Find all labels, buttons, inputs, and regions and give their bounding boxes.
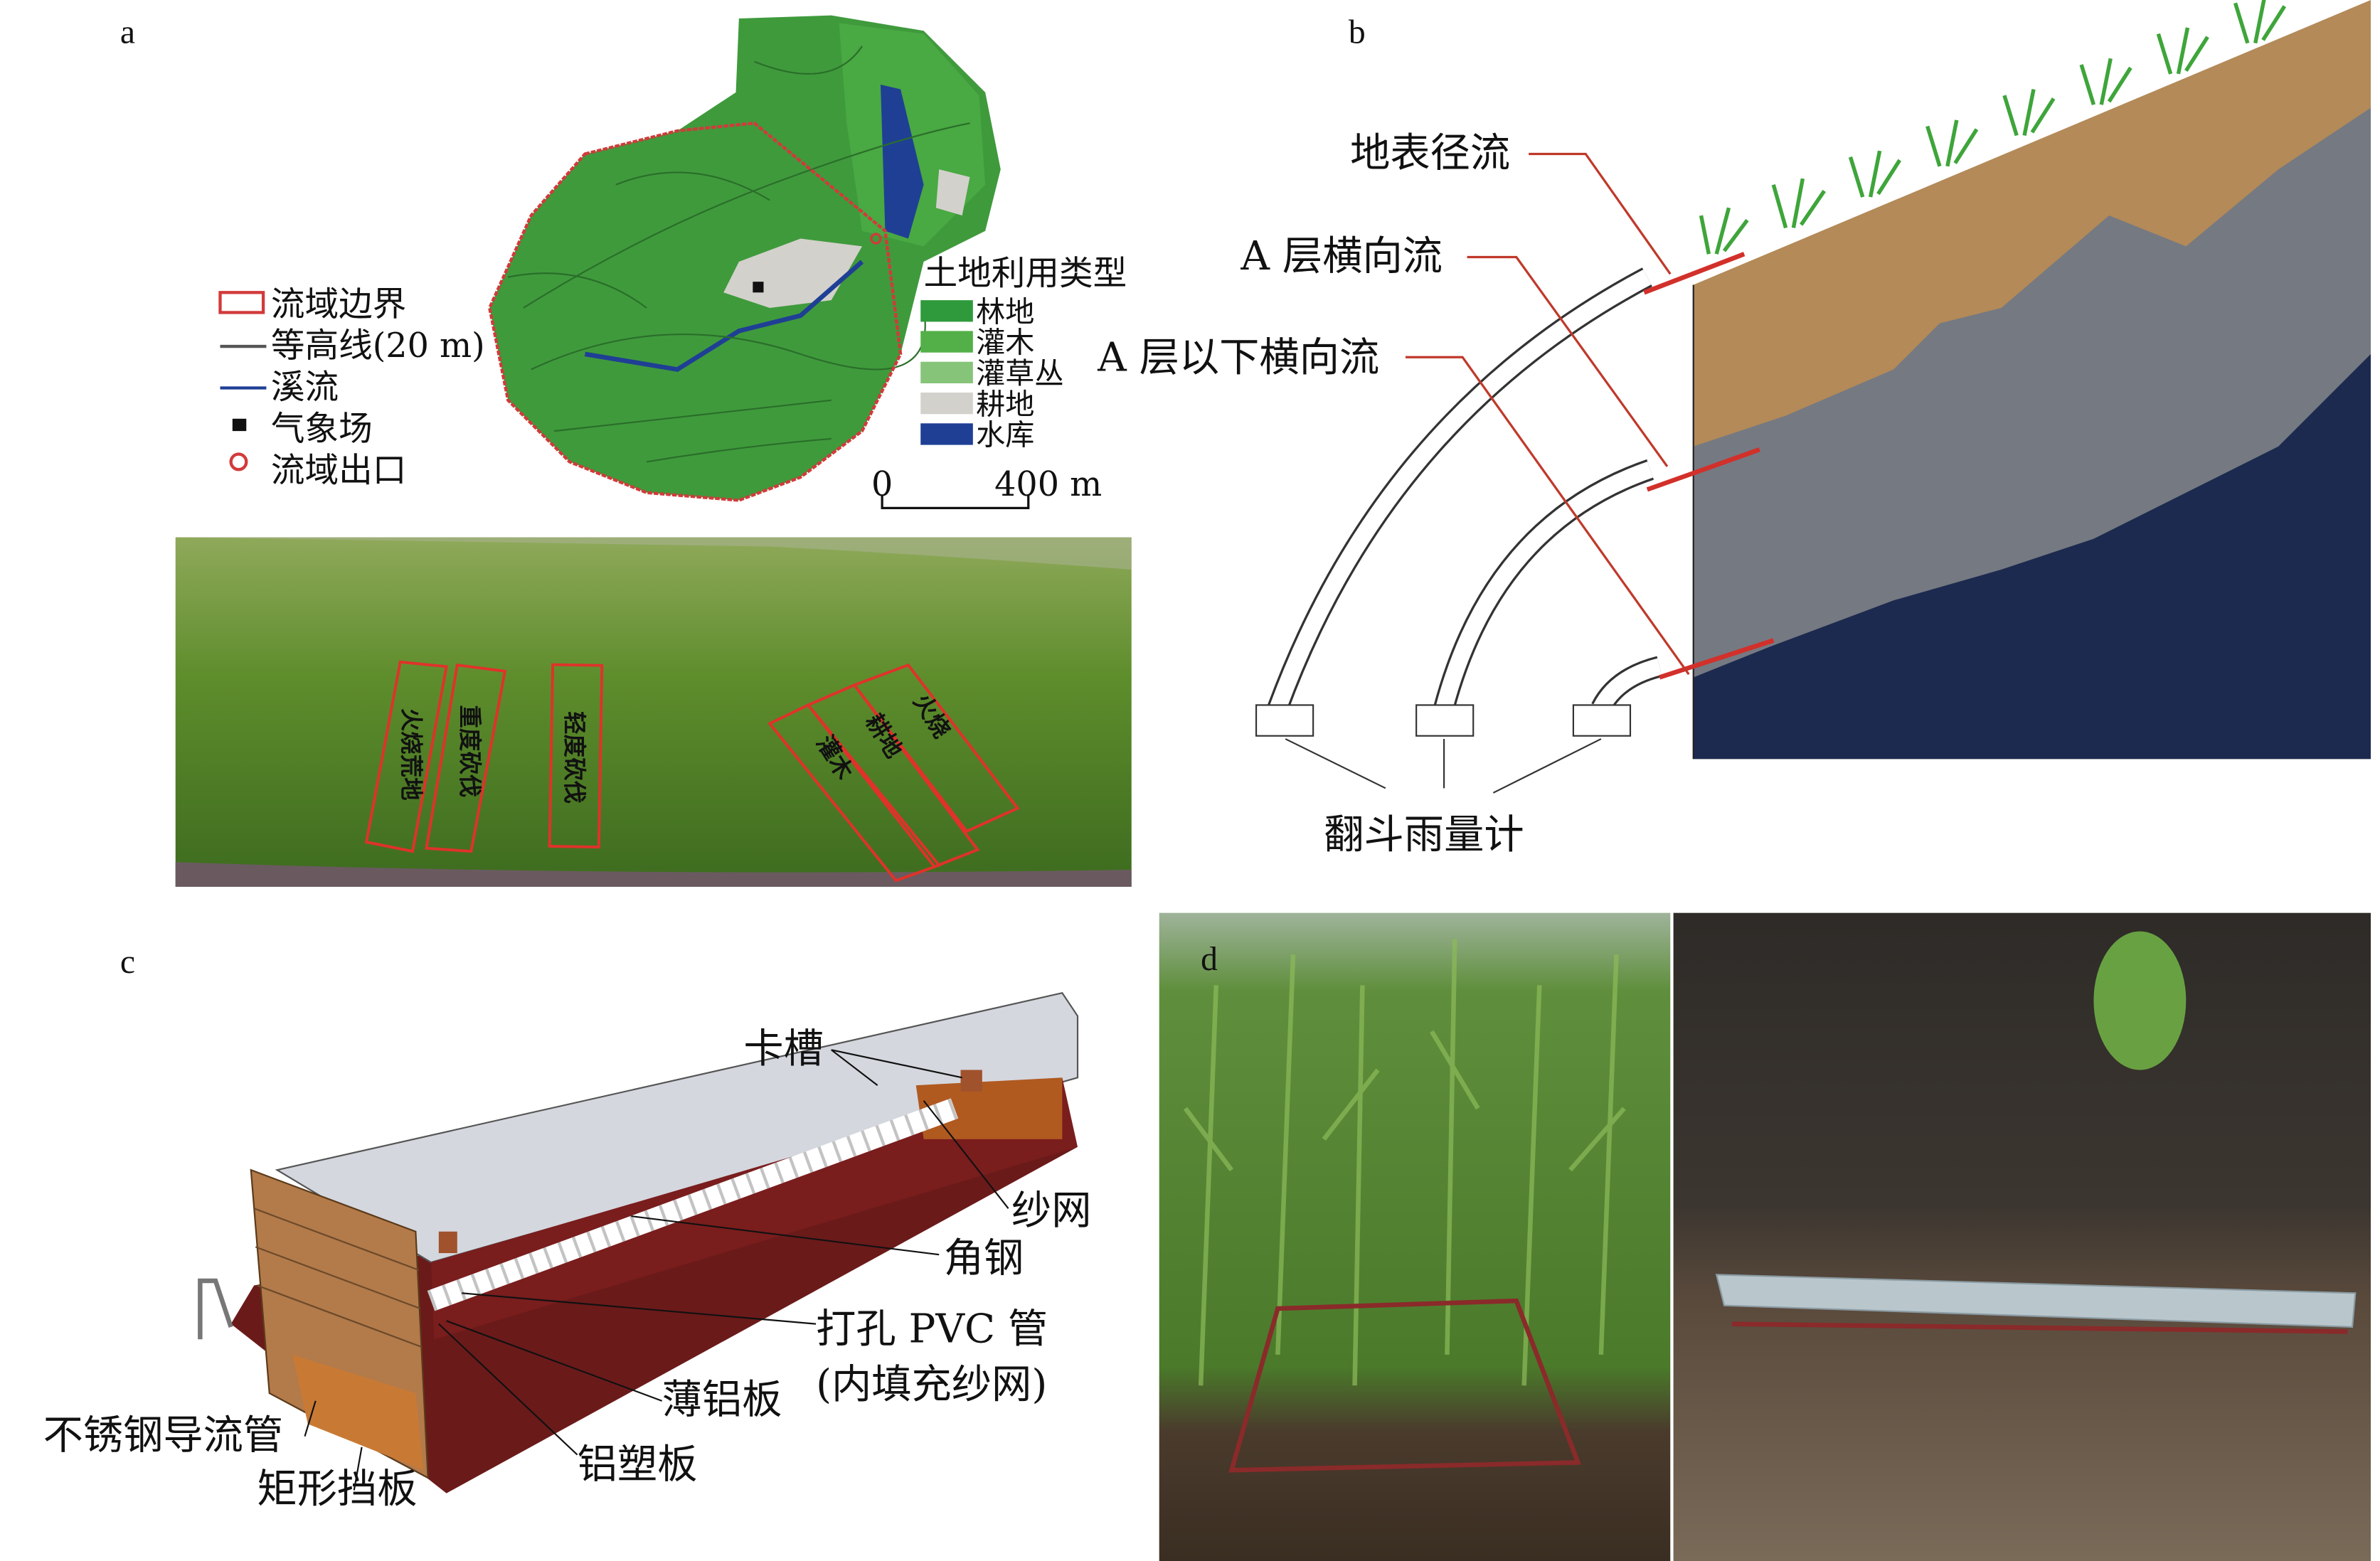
collector-3d-diagram [198, 992, 1079, 1493]
cropland-swatch [920, 392, 973, 415]
station-legend-icon [232, 418, 247, 432]
panel-label-b: b [1349, 14, 1366, 51]
panel-label-a: a [120, 14, 135, 51]
watershed-map [487, 15, 1001, 502]
landuse-shrub: 灌木 [976, 326, 1034, 360]
landuse-cropland: 耕地 [976, 387, 1034, 421]
watershed-boundary [487, 121, 903, 502]
steel-pipe [198, 1278, 233, 1340]
landuse-forest: 林地 [976, 294, 1034, 329]
plot-label-heavy-cut: 重度砍伐 [456, 705, 483, 797]
legend-stream: 溪流 [271, 368, 339, 407]
slope-profile [1692, 0, 2371, 760]
cornfield-photo [1159, 912, 1671, 1561]
bedrock-layer [1693, 353, 2371, 760]
landuse-reservoir: 水库 [976, 418, 1034, 452]
label-steel-pipe: 不锈钢导流管 [43, 1412, 284, 1459]
panel-label-d: d [1201, 941, 1218, 978]
tipping-gauge-1 [1255, 704, 1314, 737]
plot-label-burned: 火烧荒地 [398, 708, 425, 801]
label-below-a-flow: A 层以下横向流 [1097, 335, 1379, 381]
tipping-gauge-3 [1572, 704, 1632, 737]
reservoir [880, 85, 924, 239]
label-tipping-bucket: 翻斗雨量计 [1324, 812, 1524, 858]
label-pvc-pipe: 打孔 PVC 管 [816, 1306, 1048, 1353]
label-a-layer-flow: A 层横向流 [1240, 233, 1443, 279]
legend-station: 气象场 [271, 410, 373, 449]
legend-outlet: 流域出口 [271, 452, 406, 491]
label-al-sheet: 薄铝板 [662, 1377, 782, 1423]
panel-label-c: c [120, 944, 135, 981]
soil-profile-photo [1673, 912, 2371, 1561]
shrub-swatch [920, 331, 973, 353]
scale-end: 400 m [994, 465, 1102, 504]
legend-boundary: 流域边界 [271, 285, 406, 324]
forest-swatch [920, 300, 973, 322]
label-slot: 卡槽 [743, 1026, 824, 1072]
outlet-legend-icon [229, 452, 248, 472]
legend-contour: 等高线(20 m) [271, 326, 485, 366]
stream [584, 260, 864, 372]
flow-collectors [1255, 152, 1775, 794]
map-legend: 流域边界 等高线(20 m) 溪流 气象场 流域出口 [218, 285, 485, 491]
label-surface-runoff: 地表径流 [1350, 130, 1510, 176]
outlet-marker [870, 233, 882, 245]
landuse-title: 土地利用类型 [924, 254, 1127, 293]
reservoir-swatch [920, 423, 973, 445]
label-mesh: 纱网 [1011, 1188, 1092, 1234]
grass-swatch [920, 361, 973, 384]
label-al-plastic: 铝塑板 [578, 1442, 698, 1488]
label-pvc-note: (内填充纱网) [816, 1362, 1047, 1408]
tipping-gauge-2 [1415, 704, 1475, 737]
label-baffle: 矩形挡板 [257, 1466, 417, 1513]
aluminum-collector [1715, 1274, 2357, 1328]
label-angle-steel: 角钢 [944, 1235, 1024, 1282]
boundary-legend-icon [218, 291, 265, 314]
weather-station-marker [753, 282, 764, 293]
landuse-grass: 灌草丛 [976, 356, 1063, 390]
scale-bar: 0 400 m [871, 465, 1102, 509]
hillside-photo: 火烧荒地 重度砍伐 轻度砍伐 灌木 耕地 火烧 [175, 537, 1132, 887]
landuse-legend: 土地利用类型 林地 灌木 灌草丛 耕地 水库 [920, 254, 1127, 452]
plot-label-light-cut: 轻度砍伐 [561, 711, 588, 804]
plot-frame [1228, 1298, 1582, 1473]
grass [1699, 0, 2287, 255]
